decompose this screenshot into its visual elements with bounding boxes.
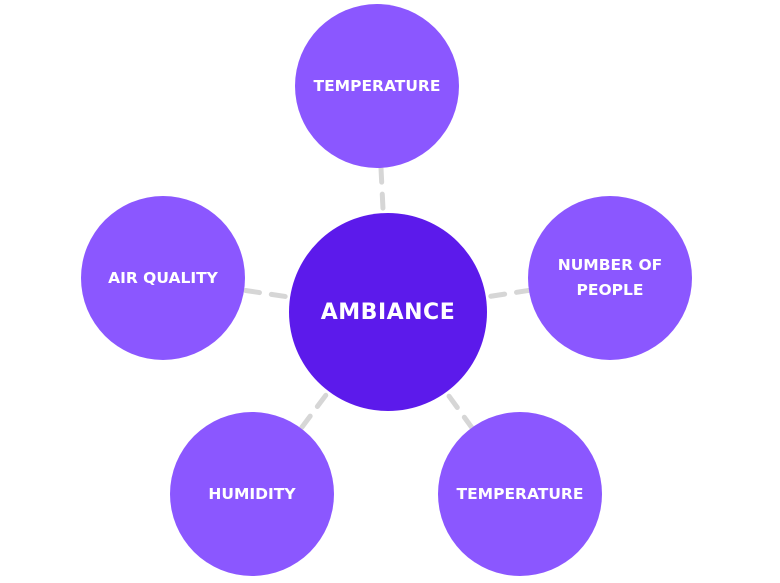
node-number-of-people: NUMBER OF PEOPLE — [528, 196, 692, 360]
node-label: TEMPERATURE — [313, 76, 441, 95]
node-label: NUMBER OF PEOPLE — [557, 256, 663, 299]
node-label: HUMIDITY — [208, 484, 296, 503]
center-label: AMBIANCE — [320, 299, 456, 325]
node-label: AIR QUALITY — [108, 268, 218, 287]
node-ambiance-center: AMBIANCE — [289, 213, 487, 411]
node-humidity: HUMIDITY — [170, 412, 334, 576]
node-temperature-top: TEMPERATURE — [295, 4, 459, 168]
node-label: TEMPERATURE — [456, 484, 584, 503]
node-temperature-bottom: TEMPERATURE — [438, 412, 602, 576]
node-air-quality: AIR QUALITY — [81, 196, 245, 360]
